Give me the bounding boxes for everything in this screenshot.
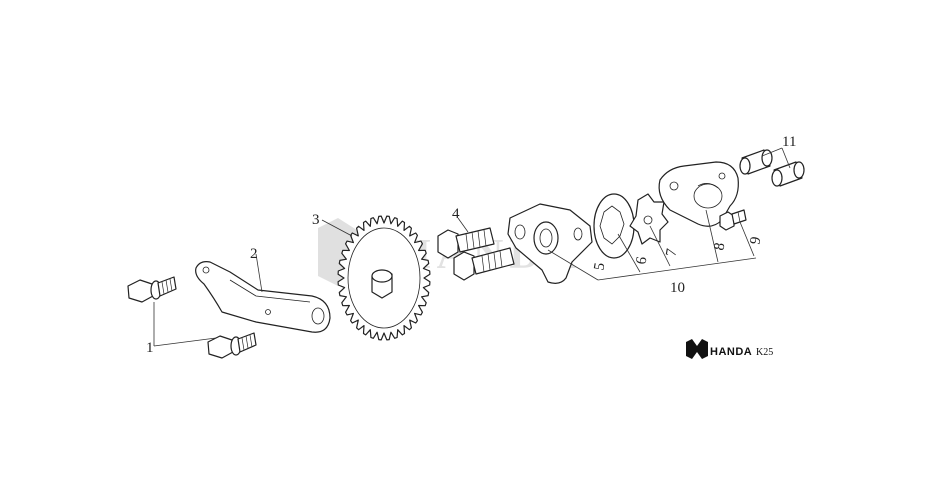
leader-3 [321, 219, 353, 237]
callout-10: 10 [670, 280, 685, 296]
leader-11 [761, 147, 783, 157]
callout-7: 7 [663, 247, 680, 258]
leader-8 [705, 209, 719, 263]
leader-5 [547, 249, 599, 281]
callout-1: 1 [146, 340, 154, 356]
leader-9 [739, 221, 755, 257]
callout-labels: 1 2 3 4 5 6 7 8 9 10 11 [146, 134, 796, 356]
pump-cover-plate [658, 161, 739, 227]
oil-pump-gear [337, 215, 431, 341]
leader-2 [255, 253, 263, 293]
callout-9: 9 [747, 236, 764, 246]
callout-11: 11 [782, 134, 796, 150]
leader-4 [457, 217, 469, 233]
callout-3: 3 [312, 212, 320, 228]
dowel-pin-lower [771, 161, 805, 187]
leader-7 [649, 225, 671, 267]
flange-bolt-lower [207, 332, 257, 359]
callout-8: 8 [711, 242, 728, 252]
callout-6: 6 [633, 255, 650, 266]
leader-1b [153, 337, 217, 347]
flange-bolt-upper [127, 276, 177, 303]
callout-4: 4 [452, 206, 460, 222]
leader-lines [153, 147, 791, 347]
callout-5: 5 [591, 262, 608, 272]
outer-rotor [593, 193, 635, 259]
long-bolt-upper [437, 227, 495, 259]
brand-mark: HANDA K25 [686, 339, 773, 359]
brand-name: HANDA [710, 346, 752, 358]
leader-11b [781, 147, 791, 169]
long-bolt-lower [453, 247, 515, 281]
inner-rotor [629, 193, 669, 245]
leader-10 [597, 257, 757, 281]
callout-2: 2 [250, 246, 258, 262]
leader-6 [617, 233, 641, 273]
brand-logo-icon [686, 339, 708, 359]
bracket-plate [195, 261, 331, 333]
brand-model: K25 [756, 347, 773, 358]
small-screw [719, 209, 747, 231]
